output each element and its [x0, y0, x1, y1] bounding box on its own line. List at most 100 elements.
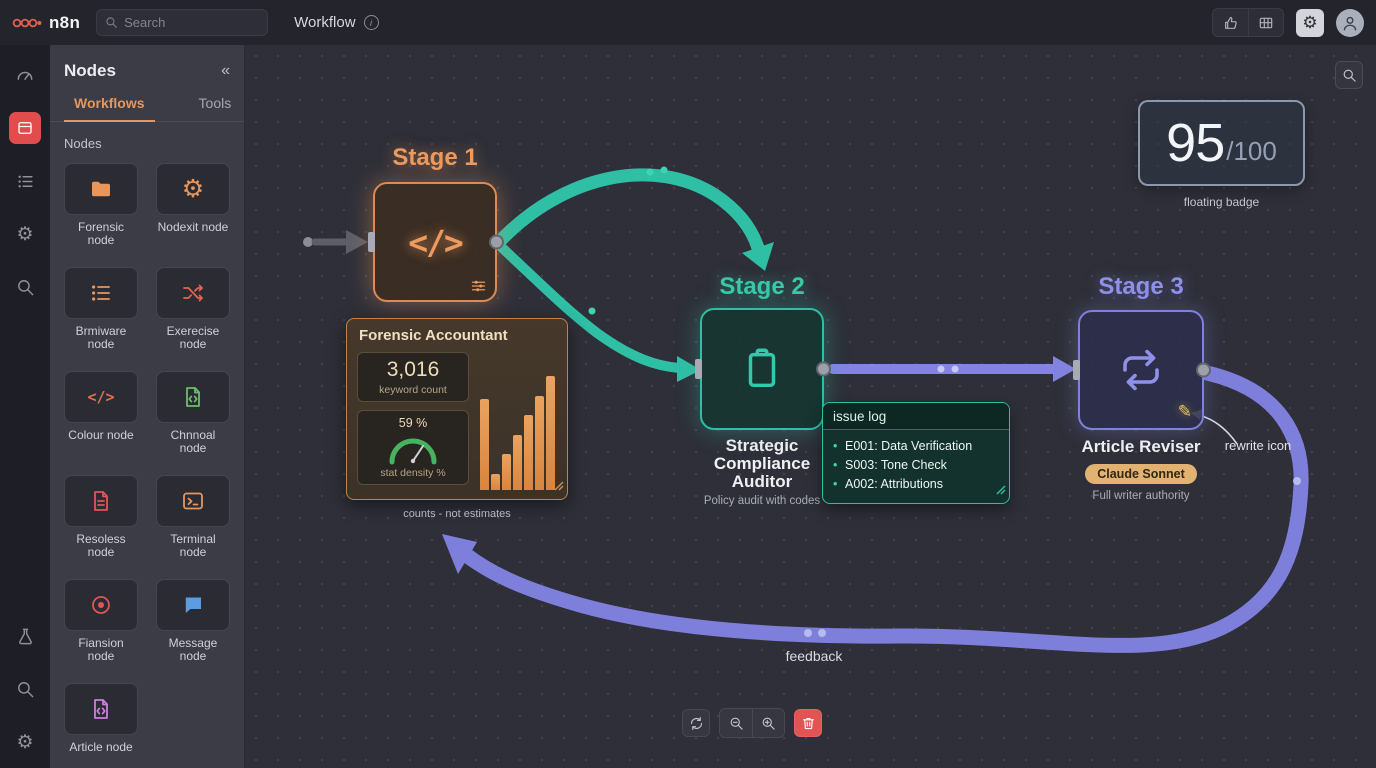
node-card-article[interactable]: [64, 683, 138, 735]
sidebar-title: Nodes: [64, 61, 116, 80]
nodes-section-label: Nodes: [64, 136, 102, 151]
zoom-in-button[interactable]: [752, 709, 784, 737]
settings-button[interactable]: ⚙: [1296, 8, 1324, 37]
node-card-terminal[interactable]: [156, 475, 230, 527]
gear-icon: ⚙: [16, 223, 34, 245]
input-port[interactable]: [368, 232, 375, 252]
refresh-icon: [690, 716, 702, 730]
rail-item-workflows[interactable]: [9, 112, 41, 144]
stage2-node-subtitle: Policy audit with codes: [703, 495, 821, 507]
list-icon: [89, 281, 113, 305]
rail-item-lab[interactable]: [9, 620, 41, 652]
stage2-label: Stage 2: [719, 273, 805, 300]
node-card-resoless[interactable]: [64, 475, 138, 527]
node-card-colour[interactable]: </>: [64, 371, 138, 423]
zoom-out-button[interactable]: [720, 709, 752, 737]
issue-log-panel[interactable]: issue log E001: Data Verification S003: …: [822, 402, 1010, 504]
collapse-sidebar-button[interactable]: «: [221, 62, 230, 79]
resize-handle[interactable]: [996, 482, 1006, 500]
score-floating-badge[interactable]: 95 /100: [1138, 100, 1305, 186]
search-box[interactable]: [96, 9, 269, 36]
bar: [490, 474, 500, 490]
rail-item-settings-bottom[interactable]: ⚙: [9, 726, 41, 758]
zoom-out-icon: [730, 717, 743, 730]
node-card-label: Forensic node: [77, 220, 124, 247]
search-icon: [17, 279, 33, 295]
stage3-node-title: Article Reviser: [1081, 437, 1201, 456]
rail-item-search[interactable]: [9, 271, 41, 303]
bar-chart: [477, 352, 557, 490]
stat-value: 59 %: [398, 416, 428, 430]
sidebar-tabs: Workflows Tools: [50, 95, 244, 122]
bar: [523, 415, 533, 490]
n8n-logo-icon: [12, 18, 42, 27]
n8n-logo[interactable]: n8n: [12, 13, 80, 33]
topbar: n8n Workflow i: [0, 0, 1376, 45]
input-port[interactable]: [1073, 360, 1080, 380]
nodes-sidebar: Nodes « Workflows Tools Nodes Forensic n…: [50, 45, 245, 768]
node-card-label: Brmiware node: [75, 324, 127, 351]
terminal-icon: [181, 489, 205, 513]
stage1-label: Stage 1: [392, 144, 478, 171]
node-palette: Forensic node ⚙ Nodexit node Brmiware no…: [64, 163, 230, 754]
search-icon: [105, 16, 118, 29]
rewrite-icon-annotation: rewrite icon: [1224, 438, 1292, 453]
bar: [545, 376, 555, 490]
node-card-fiansion[interactable]: [64, 579, 138, 631]
stage1-code-node[interactable]: </>: [368, 182, 504, 302]
rail-item-overview[interactable]: [9, 59, 41, 91]
canvas-search-button[interactable]: [1335, 61, 1363, 89]
score-max: /100: [1226, 135, 1277, 166]
node-card-label: Fiansion node: [78, 636, 124, 663]
panel-icon: [18, 122, 32, 134]
stage3-reviser-node[interactable]: ✎: [1073, 310, 1211, 430]
shuffle-icon: [181, 281, 205, 305]
info-icon[interactable]: i: [363, 15, 379, 30]
bar: [501, 454, 511, 490]
keyword-count-stat: 3,016 keyword count: [357, 352, 469, 402]
gear-icon: ⚙: [181, 175, 205, 203]
output-port[interactable]: [816, 361, 831, 377]
workflow-canvas[interactable]: Stage 1 Stage 2 Stage 3 </> Forensic Acc…: [245, 45, 1376, 768]
delete-button[interactable]: [794, 709, 822, 737]
stat-value: 3,016: [386, 358, 440, 381]
input-port[interactable]: [695, 359, 702, 379]
node-card-nodexit[interactable]: ⚙: [156, 163, 230, 215]
workflow-title-area: Workflow i: [294, 14, 379, 31]
message-icon: [181, 593, 205, 617]
refresh-button[interactable]: [682, 709, 710, 737]
thumbs-up-icon: [1224, 16, 1237, 29]
score-value: 95: [1166, 113, 1225, 173]
output-port[interactable]: [489, 234, 504, 250]
node-card-message[interactable]: [156, 579, 230, 631]
search-icon: [17, 681, 33, 697]
rail-item-settings[interactable]: ⚙: [9, 218, 41, 250]
forensic-accountant-card[interactable]: Forensic Accountant 3,016 keyword count …: [346, 318, 568, 500]
bar: [479, 399, 489, 490]
search-input[interactable]: [124, 15, 260, 30]
node-card-label: Terminal node: [170, 532, 216, 559]
tab-workflows[interactable]: Workflows: [64, 95, 155, 122]
topbar-button-group: [1212, 8, 1284, 37]
stat-density-stat: 59 % stat density %: [357, 410, 469, 485]
output-port[interactable]: [1196, 362, 1211, 378]
bar: [534, 396, 544, 490]
thumbs-up-button[interactable]: [1213, 9, 1248, 36]
node-card-forensic[interactable]: [64, 163, 138, 215]
grid-view-button[interactable]: [1248, 9, 1283, 36]
node-card-chnnoal[interactable]: [156, 371, 230, 423]
workflow-title: Workflow: [294, 14, 356, 31]
node-card-exerecise[interactable]: [156, 267, 230, 319]
issue-log-list: E001: Data Verification S003: Tone Check…: [823, 430, 1009, 503]
stage3-node-subtitle: Full writer authority: [1092, 490, 1190, 502]
rail-item-executions[interactable]: [9, 165, 41, 197]
user-avatar[interactable]: [1336, 8, 1364, 37]
resize-handle[interactable]: [554, 478, 564, 496]
search-icon: [1343, 69, 1356, 82]
tab-tools[interactable]: Tools: [198, 95, 232, 111]
score-badge-caption: floating badge: [1183, 195, 1260, 209]
rail-item-search-bottom[interactable]: [9, 673, 41, 705]
node-card-brmiware[interactable]: [64, 267, 138, 319]
stage2-auditor-node[interactable]: [695, 308, 831, 430]
